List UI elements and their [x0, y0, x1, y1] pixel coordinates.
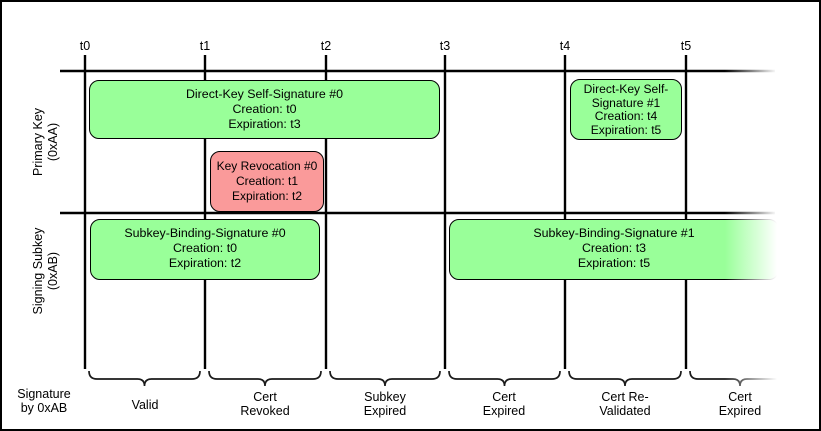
- tick-label-t3: t3: [439, 39, 451, 53]
- box-expiration: Expiration: t3: [228, 117, 301, 131]
- box-title: Key Revocation #0: [216, 159, 318, 173]
- phase-label-cert-revoked: Cert Revoked: [240, 390, 290, 418]
- phase-label-cert-expired: Cert Expired: [482, 390, 526, 418]
- box-expiration: Expiration: t2: [231, 189, 303, 203]
- phase-label-cert-revalidated: Cert Re- Validated: [599, 390, 651, 418]
- direct-key-self-signature-0-box: Direct-Key Self-Signature #0 Creation: t…: [89, 80, 440, 139]
- direct-key-self-signature-1-box: Direct-Key Self- Signature #1 Creation: …: [570, 79, 682, 140]
- tick-label-t4: t4: [559, 39, 571, 53]
- box-creation: Creation: t1: [235, 174, 299, 188]
- box-expiration: Expiration: t2: [168, 256, 242, 270]
- phase-label-cert-expired-2: Cert Expired: [718, 390, 762, 418]
- subkey-binding-signature-0-box: Subkey-Binding-Signature #0 Creation: t0…: [90, 219, 320, 280]
- tick-label-t5: t5: [680, 39, 692, 53]
- box-expiration: Expiration: t5: [590, 122, 662, 137]
- box-title: Direct-Key Self-Signature #0: [185, 87, 344, 101]
- subkey-binding-signature-1-box: Subkey-Binding-Signature #1 Creation: t3…: [449, 219, 779, 280]
- row-label-signing-subkey: Signing Subkey (0xAB): [31, 227, 60, 315]
- box-title: Subkey-Binding-Signature #0: [124, 226, 286, 240]
- phase-braces: [88, 370, 791, 387]
- phase-label-valid: Valid: [131, 398, 159, 412]
- box-title: Direct-Key Self- Signature #1: [583, 82, 669, 110]
- box-creation: Creation: t3: [581, 241, 647, 255]
- tick-label-t1: t1: [199, 39, 211, 53]
- key-revocation-0-box: Key Revocation #0 Creation: t1 Expiratio…: [210, 151, 324, 212]
- box-creation: Creation: t0: [172, 241, 238, 255]
- timeline-row-lines: [60, 69, 775, 215]
- box-title: Subkey-Binding-Signature #1: [533, 226, 695, 240]
- box-creation: Creation: t4: [594, 109, 658, 124]
- phase-label-subkey-expired: Subkey Expired: [363, 390, 407, 418]
- tick-label-t2: t2: [320, 39, 332, 53]
- signature-by-caption: Signature by 0xAB: [17, 387, 71, 415]
- row-label-primary-key: Primary Key (0xAA): [31, 107, 60, 177]
- box-creation: Creation: t0: [232, 102, 297, 116]
- box-expiration: Expiration: t5: [577, 256, 651, 270]
- tick-label-t0: t0: [79, 39, 91, 53]
